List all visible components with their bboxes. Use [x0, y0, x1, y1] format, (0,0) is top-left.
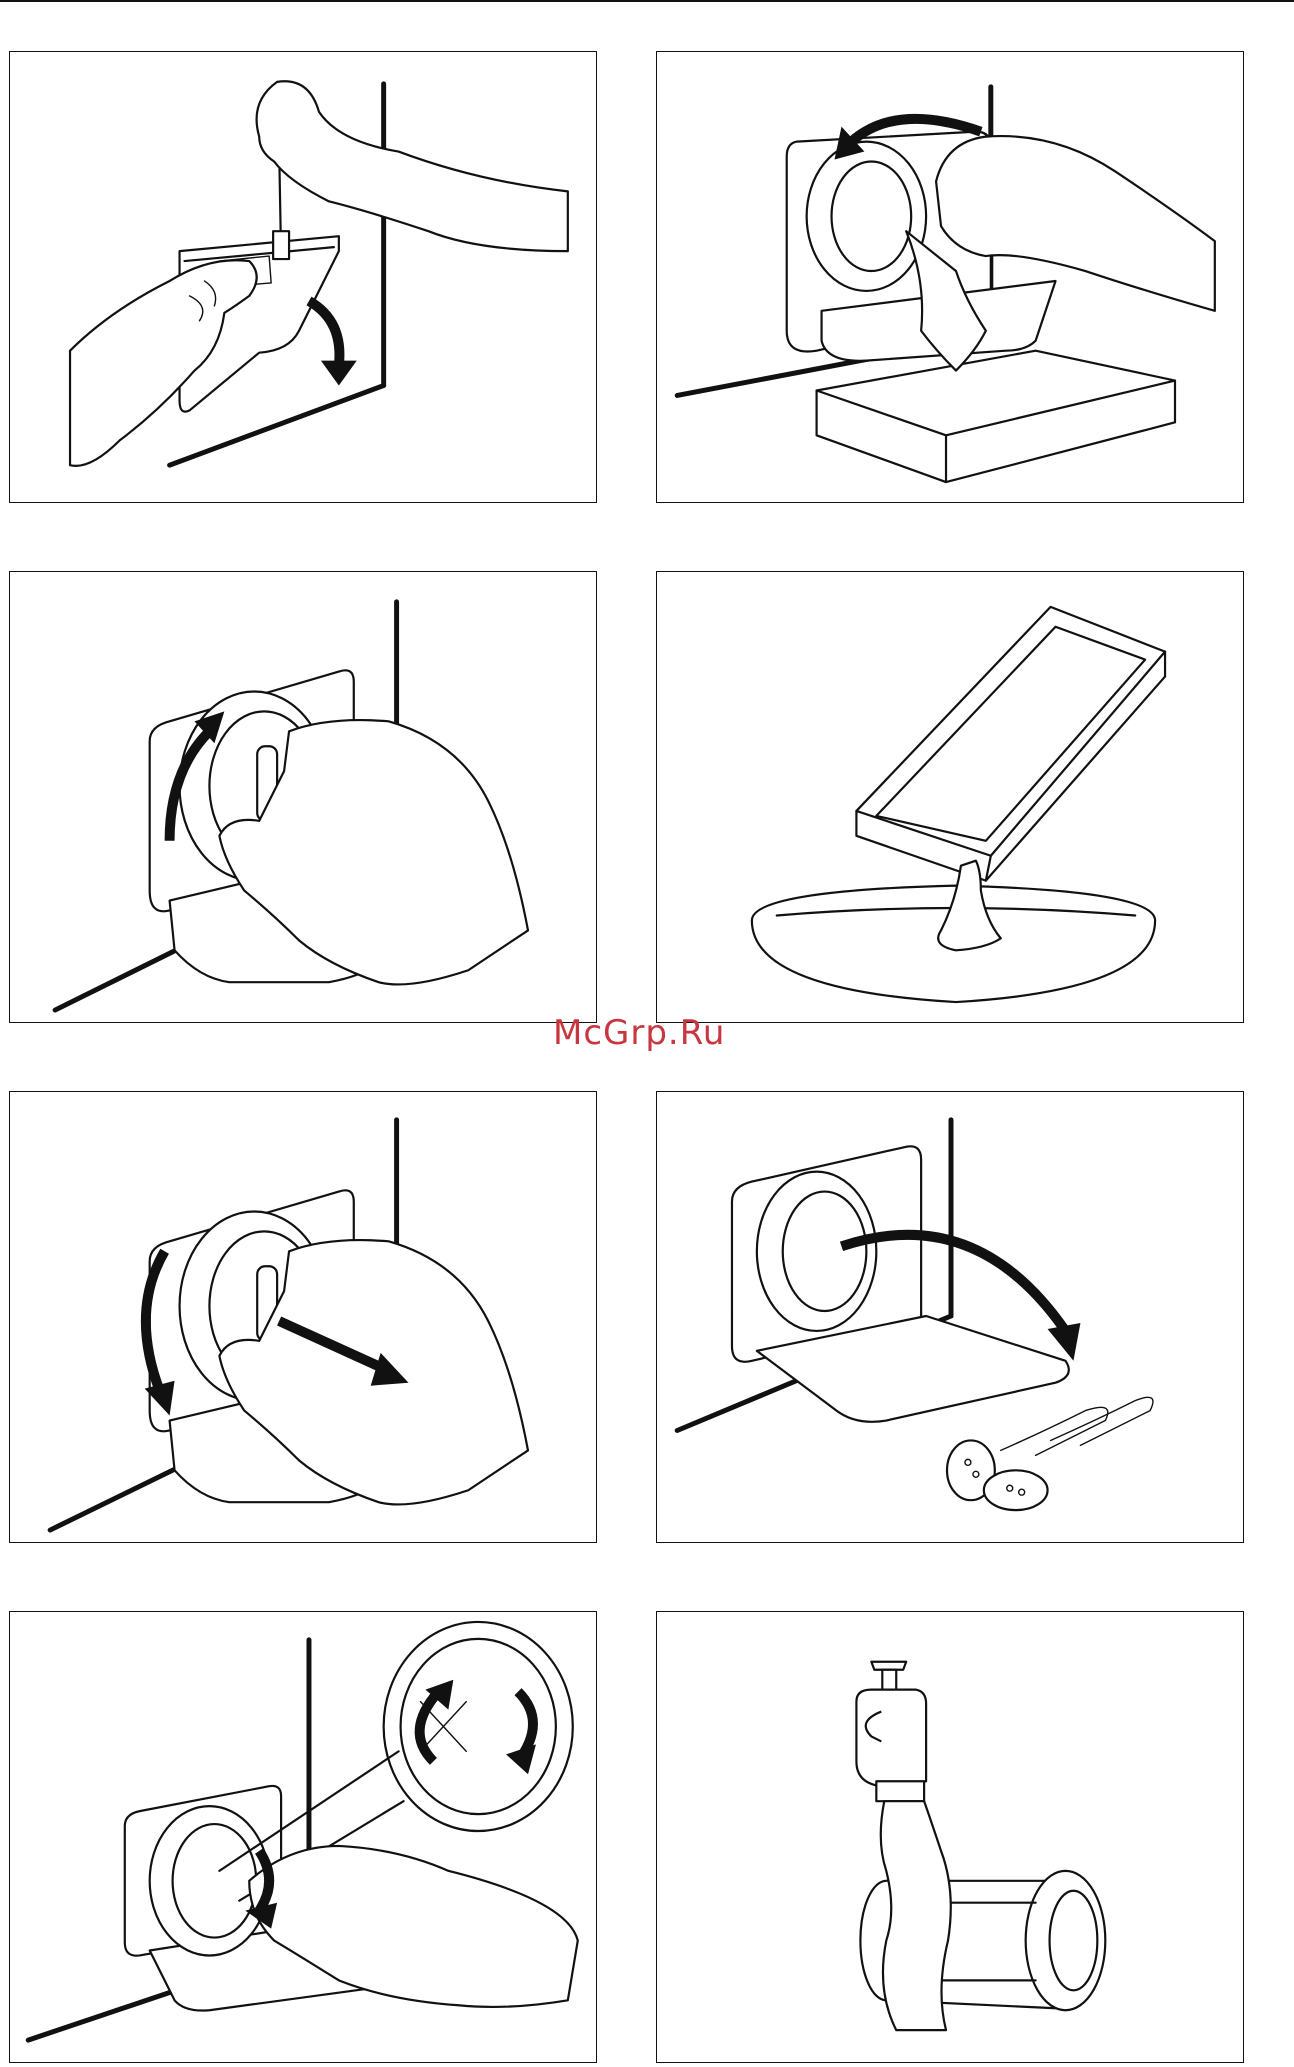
open-flap-illustration: [10, 52, 596, 502]
remove-objects-illustration: [657, 1092, 1243, 1542]
panel-open-flap: [9, 51, 597, 503]
panel-clean-inset: [9, 1611, 597, 2063]
turn-filter-illustration: [10, 572, 596, 1022]
clean-inset-illustration: [10, 1612, 596, 2062]
watermark: McGrp.Ru: [553, 1011, 753, 1055]
drain-water-illustration: [657, 52, 1243, 502]
panel-turn-filter: [9, 571, 597, 1023]
panel-pull-filter: [9, 1091, 597, 1543]
top-rule: [0, 0, 1294, 2]
panel-remove-objects: [656, 1091, 1244, 1543]
pull-filter-illustration: [10, 1092, 596, 1542]
empty-tray-illustration: [657, 572, 1243, 1022]
panel-drain-water: [656, 51, 1244, 503]
panel-rinse-filter: [656, 1611, 1244, 2063]
rinse-filter-illustration: [657, 1612, 1243, 2062]
panel-empty-tray: [656, 571, 1244, 1023]
